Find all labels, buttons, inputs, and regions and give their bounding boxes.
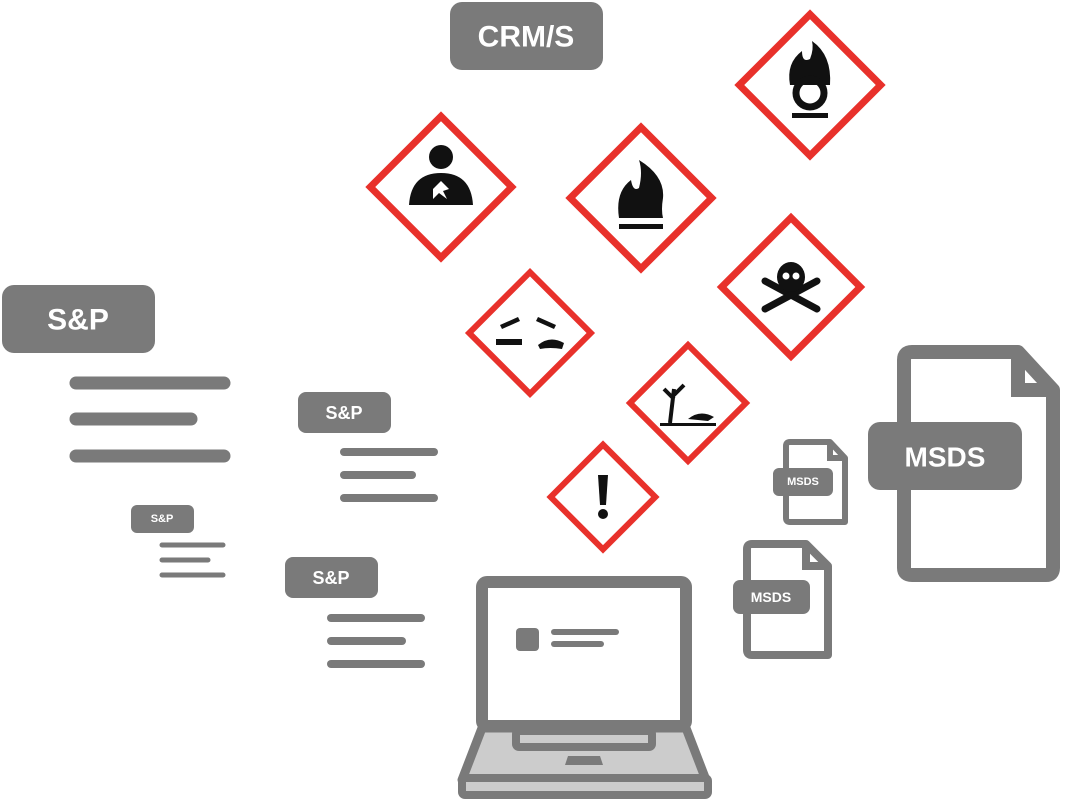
exclamation-mark-icon [546,440,660,554]
health-hazard-icon [365,111,517,263]
msds-file-large: MSDS [868,345,1060,582]
crms-label: CRM/S [478,21,575,54]
sp-label-large: S&P [47,304,109,337]
msds-label-large: MSDS [905,442,986,473]
laptop-icon [457,576,712,799]
crms-badge: CRM/S [450,2,603,70]
sp-document-small: S&P [131,505,226,578]
sp-document-large: S&P [2,285,231,463]
msds-file-small: MSDS [773,439,848,525]
environment-hazard-icon [625,340,751,466]
sp-label-medium-1: S&P [325,403,362,423]
sp-label-small: S&P [151,513,174,525]
corrosive-icon [464,267,596,399]
sp-document-medium-2: S&P [285,557,425,668]
sp-label-medium-2: S&P [312,568,349,588]
acute-toxicity-skull-icon [716,212,866,362]
flammable-icon [565,122,717,274]
oxidizer-icon [734,9,886,161]
msds-label-small: MSDS [787,476,819,488]
msds-label-medium: MSDS [751,589,791,605]
sp-document-medium-1: S&P [298,392,438,502]
msds-file-medium: MSDS [733,540,832,659]
